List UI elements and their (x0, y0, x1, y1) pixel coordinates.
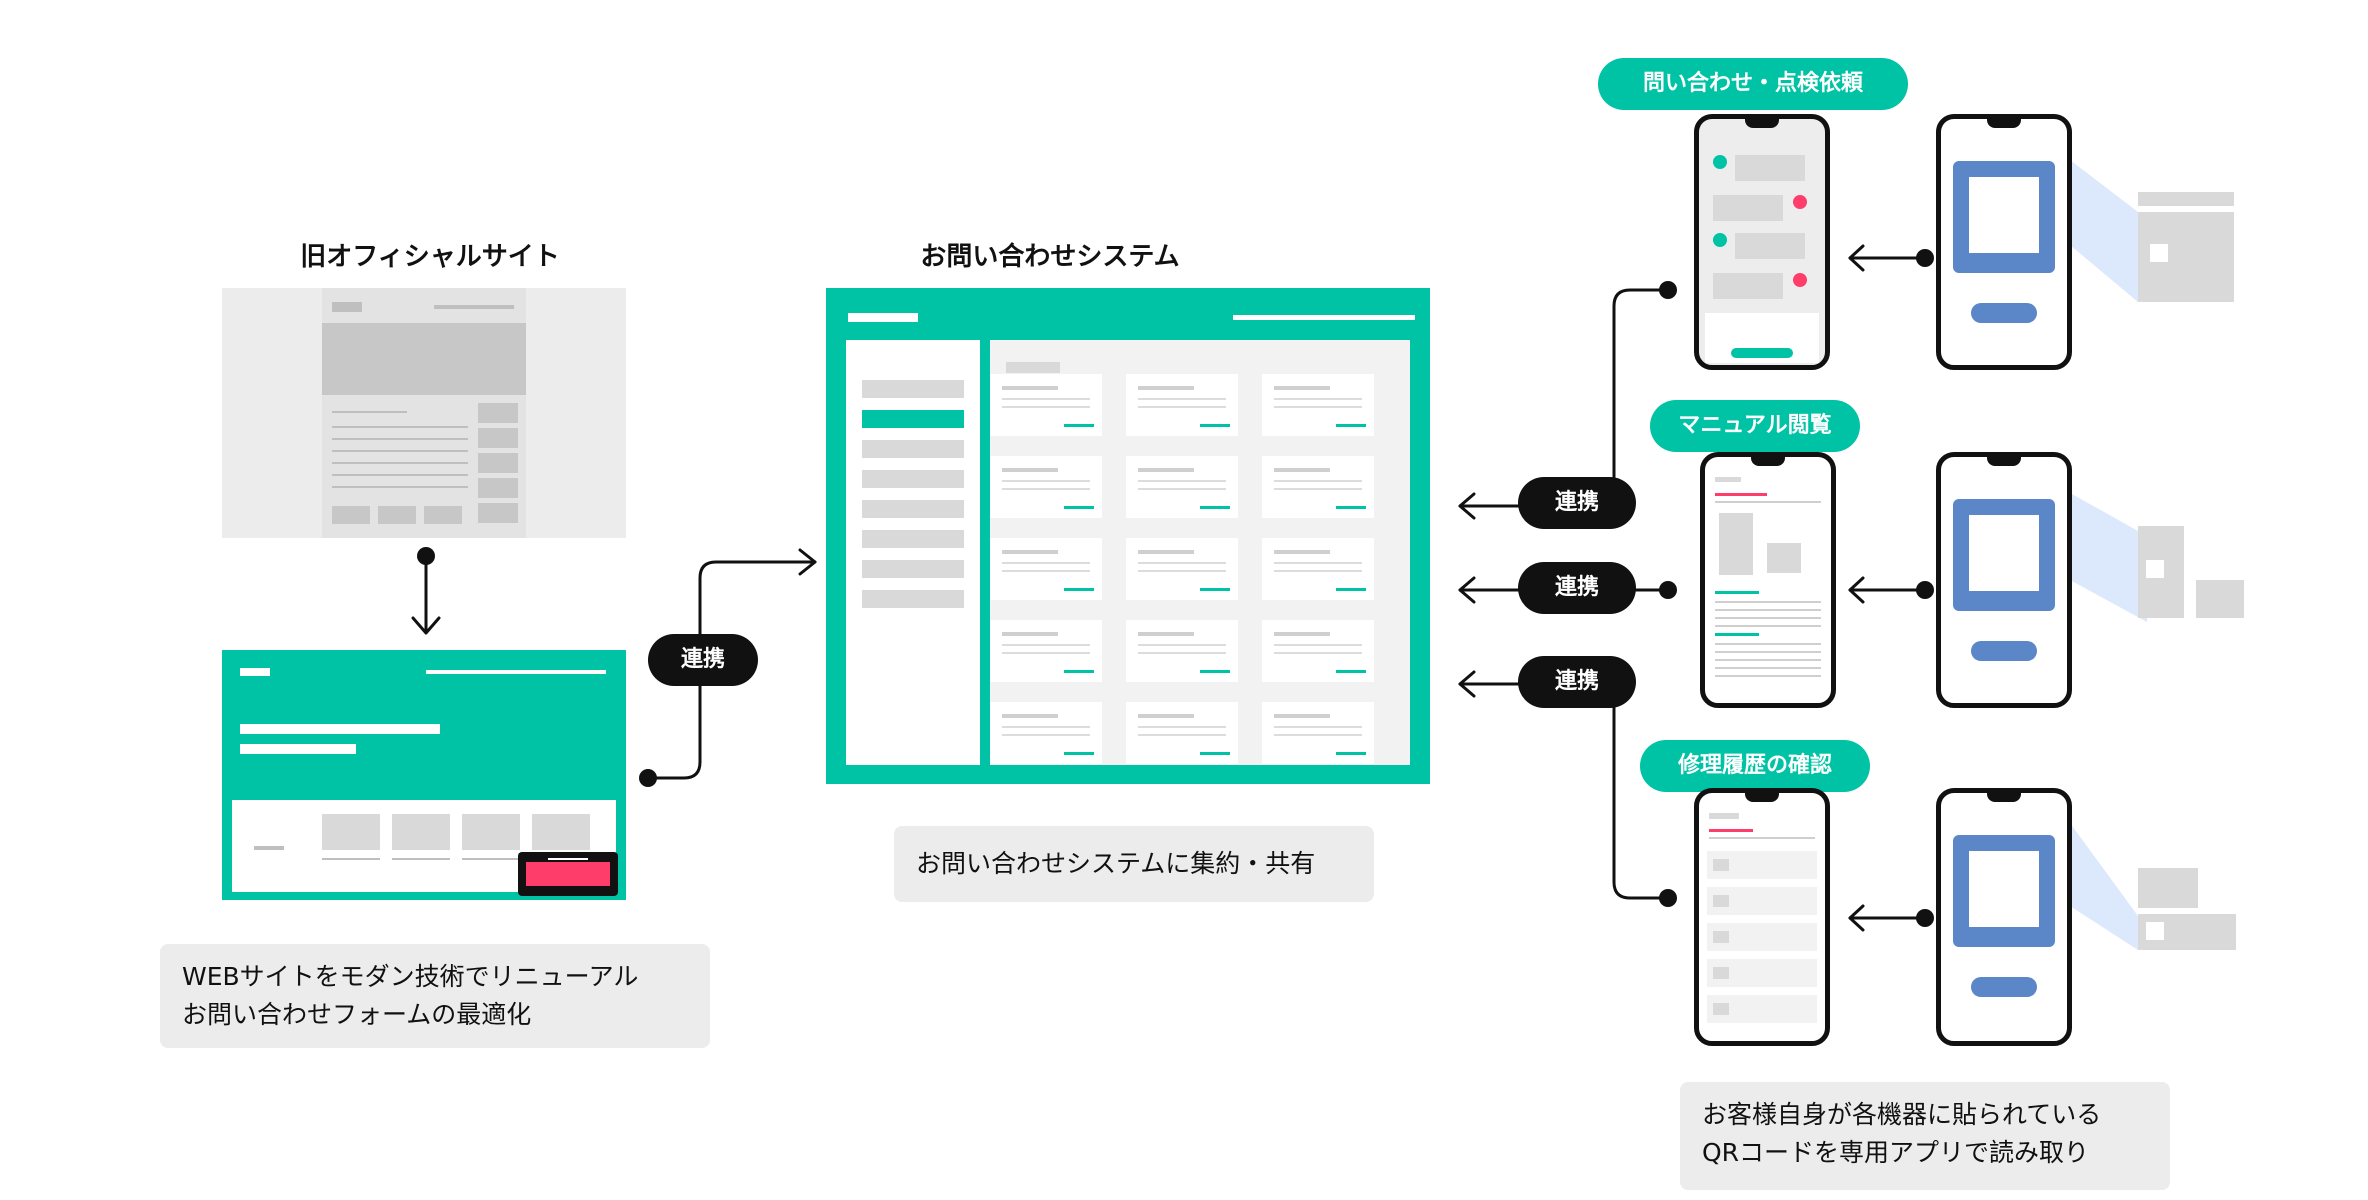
equipment (2138, 914, 2236, 950)
equipment (2196, 580, 2244, 618)
qr-code-icon (1969, 515, 2039, 591)
qr-code-icon (2146, 922, 2164, 940)
phone-icon (1694, 788, 1830, 1046)
inquiry-card (1262, 538, 1374, 600)
inquiry-card (1126, 456, 1238, 518)
system-note: お問い合わせシステムに集約・共有 (894, 826, 1374, 902)
renewal-note: WEBサイトをモダン技術でリニューアル お問い合わせフォームの最適化 (160, 944, 710, 1048)
renewed-site-mockup (222, 650, 626, 900)
renewal-note-line2: お問い合わせフォームの最適化 (182, 1000, 532, 1029)
inquiry-card-grid (990, 374, 1410, 764)
inquiry-card (1126, 702, 1238, 764)
app-label-repair-history: 修理履歴の確認 (1640, 740, 1870, 792)
system-title: お問い合わせシステム (920, 242, 1180, 272)
inquiry-card (990, 538, 1102, 600)
qr-code-icon (1969, 177, 2039, 253)
customer-note: お客様自身が各機器に貼られている QRコードを専用アプリで読み取り (1680, 1082, 2170, 1190)
link-badge-app-3: 連携 (1518, 656, 1636, 708)
equipment (2138, 868, 2198, 908)
link-badge-left: 連携 (648, 634, 758, 686)
inquiry-card (990, 456, 1102, 518)
phone-icon (1936, 114, 2072, 370)
qr-code-icon (2150, 244, 2168, 262)
equipment (2138, 212, 2234, 302)
qr-code-icon (1969, 851, 2039, 927)
inquiry-card (990, 374, 1102, 436)
phone-icon (1700, 452, 1836, 708)
renewal-note-line1: WEBサイトをモダン技術でリニューアル (182, 962, 639, 991)
phone-icon (1936, 788, 2072, 1046)
inquiry-card (990, 702, 1102, 764)
inquiry-card (1126, 374, 1238, 436)
customer-note-line2: QRコードを専用アプリで読み取り (1702, 1138, 2090, 1167)
phone-icon (1936, 452, 2072, 708)
link-badge-app-1: 連携 (1518, 477, 1636, 529)
phone-icon (1694, 114, 1830, 370)
equipment (2138, 192, 2234, 206)
qr-code-icon (2146, 560, 2164, 578)
inquiry-card (1262, 374, 1374, 436)
inquiry-card (1262, 456, 1374, 518)
inquiry-card (1126, 538, 1238, 600)
equipment (2138, 526, 2184, 618)
old-site-mockup (222, 288, 626, 538)
app-label-inquiry: 問い合わせ・点検依頼 (1598, 58, 1908, 110)
inquiry-card (1126, 620, 1238, 682)
link-badge-app-2: 連携 (1518, 562, 1636, 614)
inquiry-card (990, 620, 1102, 682)
old-site-title: 旧オフィシャルサイト (300, 242, 560, 272)
inquiry-card (1262, 620, 1374, 682)
customer-note-line1: お客様自身が各機器に貼られている (1702, 1100, 2102, 1129)
inquiry-card (1262, 702, 1374, 764)
app-label-manual: マニュアル閲覧 (1650, 400, 1860, 452)
